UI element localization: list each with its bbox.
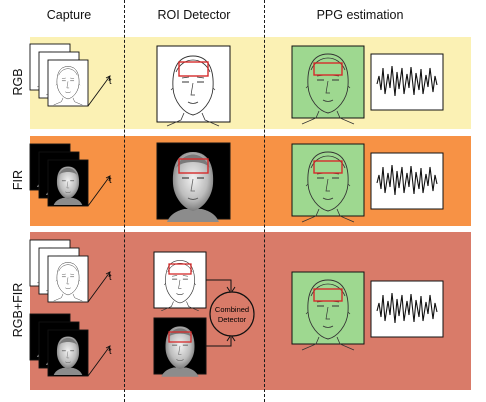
ppg-signal-fir: [370, 152, 444, 210]
roi-frame-fir: [156, 142, 231, 223]
header-roi-detector: ROI Detector: [157, 8, 231, 22]
capture-stack-rgb: [30, 44, 110, 106]
capture-stack-fir: [30, 144, 110, 206]
header-capture: Capture: [46, 8, 92, 22]
time-axis-label-fir: t: [109, 175, 112, 185]
time-axis-label-rgb: t: [109, 76, 112, 86]
roi-frame-rgb-combined: [153, 251, 207, 312]
capture-stack-rgb-combined: [30, 240, 110, 302]
ppg-face-rgb: [292, 46, 364, 124]
time-axis-label-rgb-combined: t: [109, 272, 112, 282]
roi-frame-fir-combined: [153, 317, 207, 378]
ppg-signal-rgb: [370, 53, 444, 111]
separator-roi-ppg: [264, 0, 265, 402]
time-axis-label-fir-combined: t: [109, 346, 112, 356]
header-ppg-estimation: PPG estimation: [316, 8, 404, 22]
ppg-face-combined: [292, 272, 364, 350]
ppg-face-fir: [292, 144, 364, 222]
roi-frame-rgb: [156, 45, 231, 127]
combined-detector-label-line2: Detector: [218, 315, 247, 324]
ppg-signal-combined: [370, 280, 444, 338]
combined-detector-label-line1: Combined: [215, 305, 249, 314]
separator-capture-roi: [124, 0, 125, 402]
combined-detector-node: [209, 291, 255, 337]
capture-stack-fir-combined: [30, 314, 110, 376]
